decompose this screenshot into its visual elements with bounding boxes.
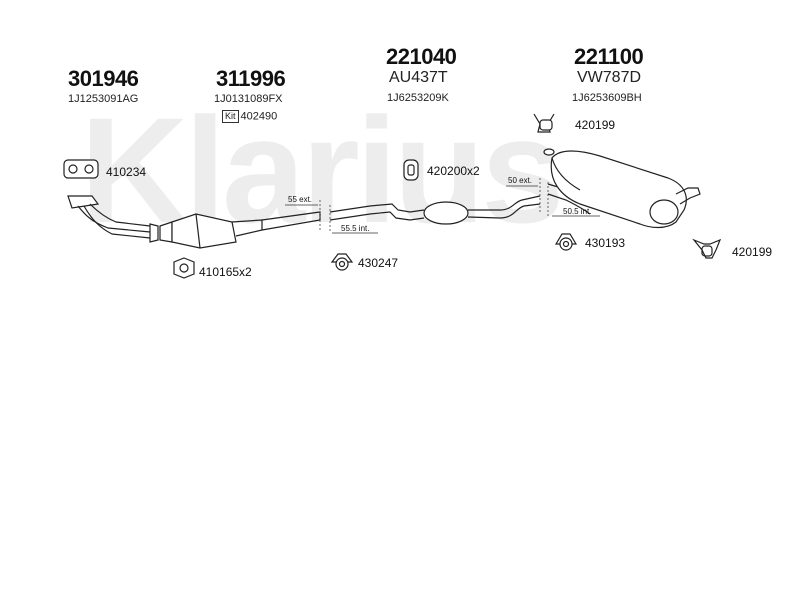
part-label-410234: 410234 [106, 165, 147, 179]
part-label-420199-right: 420199 [732, 245, 773, 259]
part-label-430193: 430193 [585, 236, 626, 250]
part-label-410165: 410165x2 [199, 265, 252, 279]
model-code-221100: VW787D [577, 69, 642, 86]
gasket-410234-icon [63, 159, 99, 179]
joint-markers [319, 178, 549, 232]
oem-code-311996: 1J0131089FX [214, 93, 283, 105]
part-number-221100: 221100 [574, 44, 644, 69]
front-pipe-301946-icon [67, 195, 159, 243]
mount-430247-icon [330, 253, 354, 271]
middle-silencer-221040-icon [329, 195, 541, 225]
kit-box: Kit [222, 110, 239, 123]
gasket-410165-icon [173, 257, 195, 279]
oem-code-221100: 1J6253609BH [572, 92, 642, 104]
part-label-420199-top: 420199 [575, 118, 616, 132]
part-number-301946: 301946 [68, 66, 139, 91]
mount-420199-top-icon [533, 113, 555, 133]
measure-55-ext: 55 ext. [288, 195, 313, 204]
mount-430193-icon [554, 233, 578, 251]
catalytic-converter-311996-icon [159, 211, 321, 249]
mount-420200-icon [403, 159, 419, 181]
model-code-221040: AU437T [389, 69, 448, 86]
kit-number: 402490 [240, 110, 278, 123]
part-number-311996: 311996 [216, 66, 286, 91]
part-number-221040: 221040 [386, 44, 457, 69]
measure-50-ext: 50 ext. [508, 176, 533, 185]
part-label-430247: 430247 [358, 256, 399, 270]
measure-55-5-int: 55.5 int. [341, 224, 370, 233]
mount-420199-right-icon [692, 238, 722, 259]
rear-silencer-221100-icon [543, 148, 701, 229]
measure-arrows [285, 185, 600, 234]
oem-code-221040: 1J6253209K [387, 92, 449, 104]
brand-watermark: Klarius [80, 86, 565, 254]
measure-50-5-int: 50.5 int. [563, 207, 592, 216]
part-label-420200: 420200x2 [427, 164, 480, 178]
oem-code-301946: 1J1253091AG [68, 93, 139, 105]
